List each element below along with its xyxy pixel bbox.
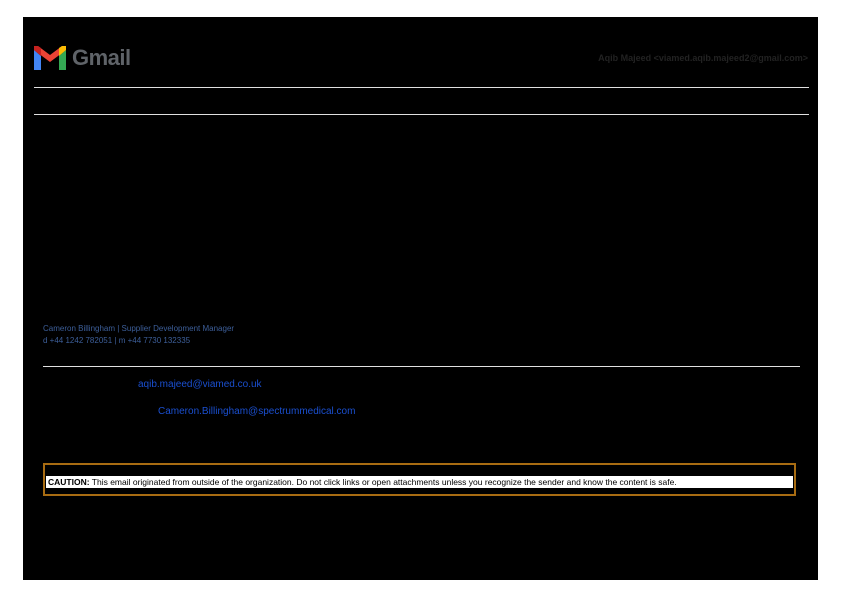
- gmail-m-icon: [34, 46, 66, 70]
- to-email-link[interactable]: aqib.majeed@viamed.co.uk: [138, 379, 262, 390]
- signature-name-title: Cameron Billingham | Supplier Developmen…: [43, 324, 235, 333]
- caution-message: This email originated from outside of th…: [89, 477, 677, 487]
- divider: [43, 366, 800, 367]
- from-email-link[interactable]: Cameron.Billingham@spectrummedical.com: [158, 406, 356, 417]
- gmail-wordmark: Gmail: [72, 45, 131, 70]
- gmail-logo: Gmail: [34, 45, 131, 71]
- divider: [34, 87, 809, 88]
- signature-phones: d +44 1242 782051 | m +44 7730 132335: [43, 336, 191, 345]
- caution-banner: CAUTION: This email originated from outs…: [43, 463, 796, 496]
- divider: [34, 114, 809, 115]
- caution-text: CAUTION: This email originated from outs…: [46, 476, 793, 488]
- caution-label: CAUTION:: [48, 477, 90, 487]
- account-email: Aqib Majeed <viamed.aqib.majeed2@gmail.c…: [598, 53, 808, 63]
